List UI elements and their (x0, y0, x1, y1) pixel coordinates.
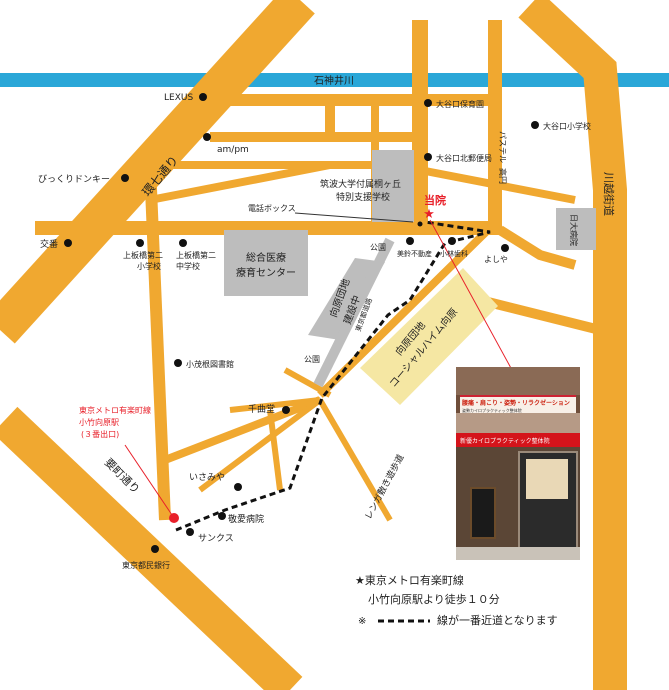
road-left-v (144, 164, 171, 521)
marker-yoshiya (501, 244, 509, 252)
road-ll1 (163, 396, 322, 464)
label-station-1: 東京メトロ有楽町線 (79, 405, 151, 415)
photo-banner: 腰痛・肩こり・姿勢・リラクゼーション 姿勢カイロプラクティック整体院 (460, 395, 576, 415)
markers (64, 93, 539, 553)
pointer-station (124, 444, 173, 516)
label-tsukuba-2: 特別支援学校 (336, 191, 390, 203)
building-nichidai (556, 208, 596, 250)
marker-bikkuri (121, 174, 129, 182)
legend-line1: ★東京メトロ有楽町線 (355, 573, 464, 587)
label-hoiku: 大谷口保育園 (436, 99, 484, 109)
pointer-denwa (294, 212, 414, 223)
marker-isamiya (234, 483, 242, 491)
clinic-photo: 腰痛・肩こり・姿勢・リラクゼーション 姿勢カイロプラクティック整体院 新優カイロ… (456, 367, 580, 560)
label-yoshiya: よしや (484, 255, 508, 264)
route-dotted (175, 220, 491, 532)
roads (0, 0, 627, 690)
rail-track (313, 237, 395, 388)
marker-kamiita2 (136, 239, 144, 247)
label-bizu: 美鈴不動産 (397, 249, 432, 258)
road-ll3 (229, 397, 321, 413)
marker-bizu (406, 237, 414, 245)
label-bikkuri: びっくりドンキー (38, 174, 110, 185)
label-koban: 交番 (40, 238, 58, 250)
marker-tomin (151, 545, 159, 553)
label-kamiita2chu-1: 上板橋第二 (176, 250, 216, 260)
label-sogoiryo-2: 療育センター (236, 266, 296, 279)
road-kaname (0, 406, 303, 690)
label-koen1: 公園 (370, 243, 386, 252)
road-right-low2 (478, 295, 602, 335)
label-denwa: 電話ボックス (248, 203, 296, 213)
label-senkyoku: 千曲堂 (248, 403, 275, 415)
legend-line3-suffix: 線が一番近道となります (437, 613, 558, 627)
marker-komori (174, 359, 182, 367)
photo-window (526, 459, 568, 499)
marker-lexus (199, 93, 207, 101)
road-diag1 (149, 161, 331, 204)
road-kawagoe (518, 0, 627, 690)
marker-oyaguchi-kita (424, 153, 432, 161)
marker-oyaguchi-sho (531, 121, 539, 129)
marker-keiai (218, 512, 226, 520)
label-oyaguchi-kita: 大谷口北郵便局 (436, 153, 492, 163)
photo-signboard (470, 487, 496, 539)
photo-wall (456, 367, 580, 395)
photo-awning: 新優カイロプラクティック整体院 (456, 433, 580, 447)
label-kamiita2-2: 小学校 (137, 261, 161, 271)
star-clinic-icon: ★ (423, 207, 435, 222)
label-keiai: 敬愛病院 (228, 513, 264, 525)
photo-ground (456, 547, 580, 560)
photo-awning-text: 新優カイロプラクティック整体院 (460, 438, 550, 445)
building-sogoiryo (224, 230, 308, 296)
label-kamiita2-1: 上板橋第二 (123, 250, 163, 260)
label-tomin: 東京都民銀行 (122, 560, 170, 570)
photo-banner-text: 腰痛・肩こり・姿勢・リラクゼーション (462, 400, 570, 407)
label-station-3: (３番出口) (81, 429, 119, 439)
marker-senkyoku (282, 406, 290, 414)
photo-banner-sub: 姿勢カイロプラクティック整体院 (462, 408, 522, 413)
river-label: 石神井川 (314, 74, 354, 87)
label-tsukuba-1: 筑波大学付属桐ヶ丘 (320, 178, 401, 190)
marker-station (169, 513, 179, 523)
road-ll2 (198, 397, 322, 493)
label-toin: 当院 (424, 193, 446, 207)
road-right-low (497, 225, 577, 270)
road-ll4 (267, 409, 283, 491)
road-diag-lower (317, 225, 493, 398)
label-lexus: LEXUS (164, 93, 193, 103)
marker-ampm (203, 133, 211, 141)
label-pasuteru2: 高円 (498, 168, 508, 184)
marker-kamiita2chu (179, 239, 187, 247)
legend-line2: 小竹向原駅より徒歩１０分 (368, 592, 500, 606)
label-pasuteru: パステル (498, 131, 507, 163)
road-koen (283, 367, 332, 398)
label-komori: 小茂根図書館 (186, 359, 234, 369)
label-nichidai: 日大病院 (569, 214, 579, 246)
photo-middle (456, 413, 580, 433)
road-renga (317, 398, 393, 522)
label-kamiita2chu-2: 中学校 (176, 261, 200, 271)
label-komada: 小林歯科 (440, 249, 468, 258)
marker-koban (64, 239, 72, 247)
label-station-2: 小竹向原駅 (79, 417, 119, 427)
marker-denwa (417, 221, 423, 227)
label-sogoiryo-1: 総合医療 (246, 251, 286, 264)
marker-komada (448, 237, 456, 245)
label-oyaguchi-sho: 大谷口小学校 (543, 121, 591, 131)
label-sankusu: サンクス (198, 533, 234, 544)
legend-line3-prefix: ※ (358, 616, 366, 627)
building-tsukuba (372, 150, 414, 222)
marker-hoiku (424, 99, 432, 107)
area-corporaishu (360, 268, 498, 405)
label-road-kawagoe: 川越街道 (602, 172, 616, 216)
label-ampm: am/pm (217, 145, 249, 155)
label-isamiya: いさみや (189, 472, 225, 483)
pointer-photo (429, 219, 513, 371)
label-koen2: 公園 (304, 355, 320, 364)
marker-sankusu (186, 528, 194, 536)
road-h4 (419, 166, 576, 204)
